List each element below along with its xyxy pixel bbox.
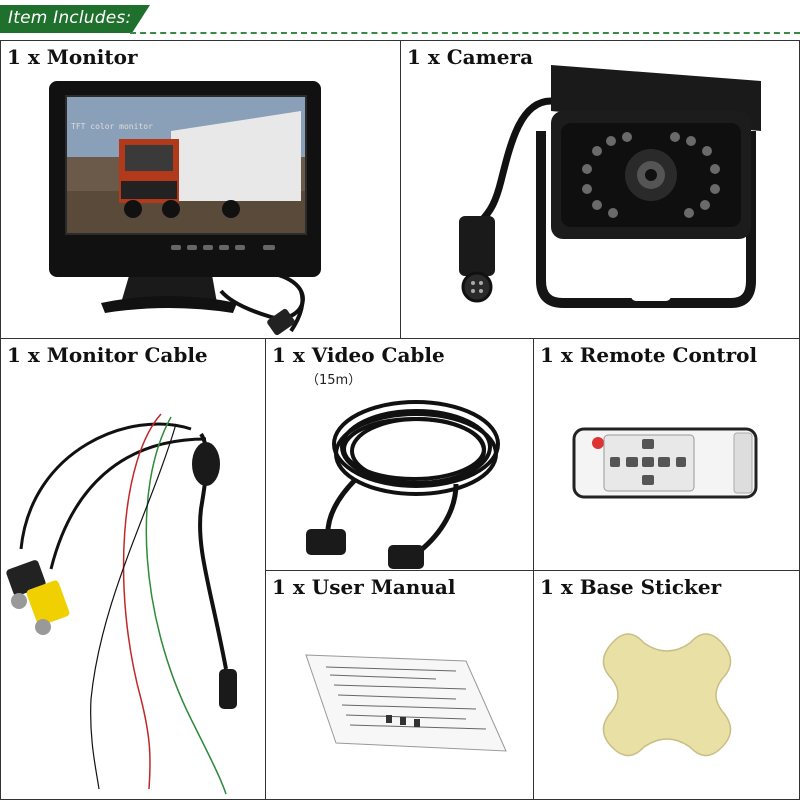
monitor-screen-text: TFT color monitor xyxy=(71,122,153,131)
items-grid: 1 x Monitor xyxy=(0,40,800,800)
header-tab xyxy=(0,5,150,33)
label-monitor: 1 x Monitor xyxy=(7,45,138,69)
monitor-cable-image xyxy=(6,413,237,795)
label-video-cable: 1 x Video Cable xyxy=(272,343,445,367)
label-user-manual: 1 x User Manual xyxy=(272,575,456,599)
cell-base-sticker: 1 x Base Sticker xyxy=(533,570,800,800)
cell-remote-control: 1 x Remote Control xyxy=(533,338,800,571)
item-includes-header: Item Includes: xyxy=(0,0,800,38)
cell-monitor: 1 x Monitor xyxy=(0,40,401,339)
base-sticker-image xyxy=(602,633,732,757)
cell-video-cable: 1 x Video Cable （15m） xyxy=(265,338,534,571)
monitor-image xyxy=(49,81,321,336)
camera-image xyxy=(459,65,761,308)
label-monitor-cable: 1 x Monitor Cable xyxy=(7,343,208,367)
label-remote-control: 1 x Remote Control xyxy=(540,343,758,367)
cell-monitor-cable: 1 x Monitor Cable xyxy=(0,338,266,800)
label-camera: 1 x Camera xyxy=(407,45,534,69)
cell-camera: 1 x Camera xyxy=(400,40,800,339)
header-title: Item Includes: xyxy=(8,8,132,28)
remote-control-image xyxy=(572,427,758,499)
cell-user-manual: 1 x User Manual xyxy=(265,570,534,800)
user-manual-image xyxy=(305,654,507,752)
sublabel-video-cable-length: （15m） xyxy=(306,373,362,388)
label-base-sticker: 1 x Base Sticker xyxy=(540,575,722,599)
video-cable-image xyxy=(306,400,500,569)
header-dashed-line xyxy=(130,32,800,34)
